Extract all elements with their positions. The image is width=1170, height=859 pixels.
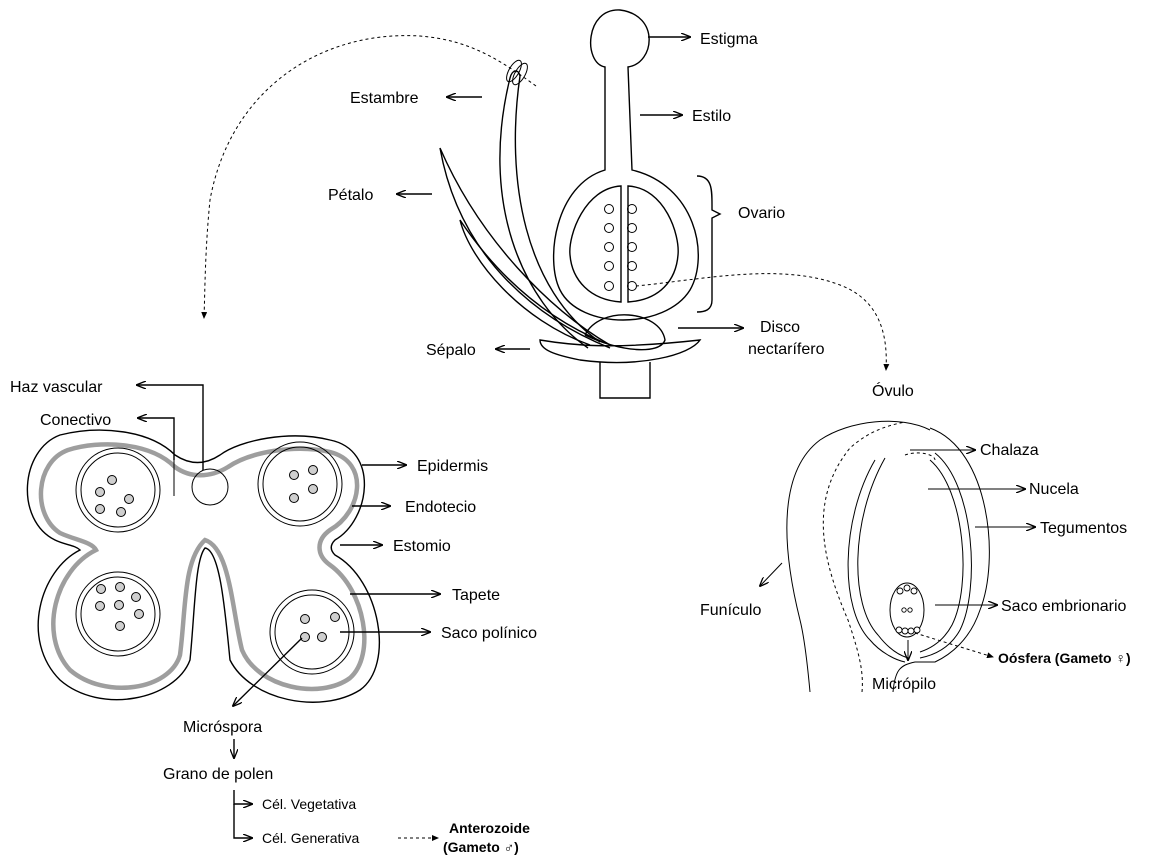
label-anterozoide-2: (Gameto ♂) [443, 839, 519, 855]
label-nucela: Nucela [1029, 481, 1079, 498]
petal [440, 148, 610, 348]
label-conectivo: Conectivo [40, 412, 111, 429]
chalaza-dashed [905, 453, 935, 460]
integument-outer [893, 428, 989, 692]
stem [600, 362, 650, 398]
funiculus-dashed [823, 422, 905, 692]
label-petalo: Pétalo [328, 187, 373, 204]
label-cel-vegetativa: Cél. Vegetativa [262, 796, 356, 812]
label-tegumentos: Tegumentos [1040, 520, 1127, 537]
label-estambre: Estambre [350, 90, 419, 107]
anther-endothecium [41, 444, 364, 689]
label-epidermis: Epidermis [417, 458, 488, 475]
label-sepalo: Sépalo [426, 342, 476, 359]
label-ovario: Ovario [738, 205, 785, 222]
anther-section [27, 430, 379, 702]
flower-drawing [440, 10, 720, 398]
sepal [540, 340, 700, 362]
pollen-sac-tr [258, 442, 342, 526]
label-saco-embrionario: Saco embrionario [1001, 598, 1127, 615]
label-estigma: Estigma [700, 31, 758, 48]
label-saco-polinico: Saco polínico [441, 625, 537, 642]
pollen-sac-tl [76, 448, 160, 532]
embryo-sac-cells [896, 585, 920, 634]
label-haz-vascular: Haz vascular [10, 379, 103, 396]
label-chalaza: Chalaza [980, 442, 1039, 459]
label-oosfera: Oósfera (Gameto ♀) [998, 650, 1131, 666]
development-labels: Micróspora Grano de polen Cél. Vegetativ… [163, 719, 530, 855]
label-cel-generativa: Cél. Generativa [262, 830, 359, 846]
label-disco-1: Disco [760, 319, 800, 336]
label-estomio: Estomio [393, 538, 451, 555]
integument-inner [920, 453, 971, 658]
label-anterozoide-1: Anterozoide [449, 820, 530, 836]
petal-2 [460, 220, 605, 345]
label-grano: Grano de polen [163, 766, 273, 783]
label-estilo: Estilo [692, 108, 731, 125]
ovule-section [787, 421, 989, 692]
label-funiculo: Funículo [700, 602, 761, 619]
label-micropilo: Micrópilo [872, 676, 936, 693]
label-tapete: Tapete [452, 587, 500, 604]
label-disco-2: nectarífero [748, 341, 825, 358]
label-microspora: Micróspora [183, 719, 262, 736]
label-endotecio: Endotecio [405, 499, 476, 516]
stamen [500, 71, 600, 348]
ovule-labels: Chalaza Nucela Tegumentos Funículo Saco … [700, 442, 1131, 693]
ovary-brace [697, 176, 720, 312]
label-ovulo: Óvulo [872, 381, 914, 400]
